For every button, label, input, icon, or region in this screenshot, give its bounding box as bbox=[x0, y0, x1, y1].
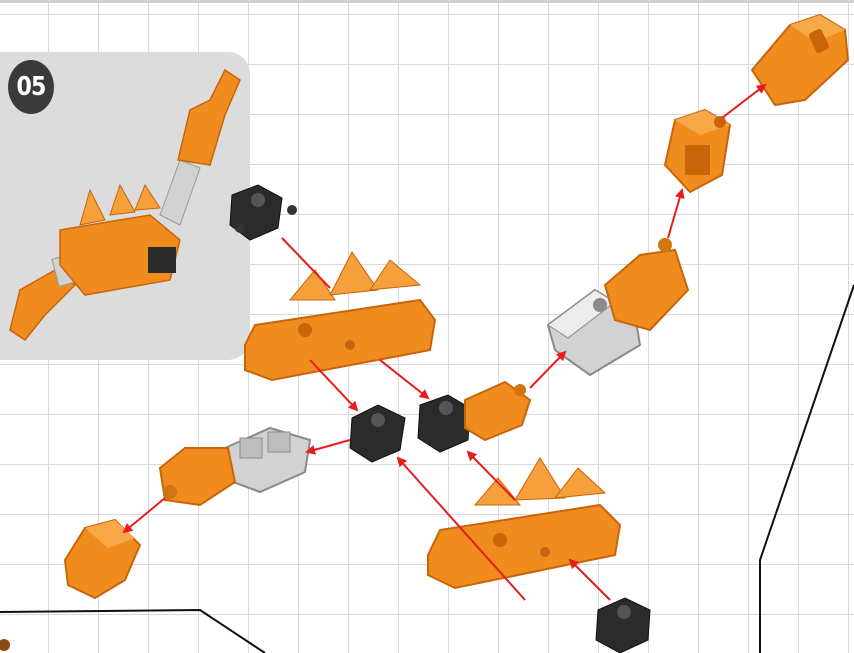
assembly-arrows bbox=[122, 83, 767, 601]
step-number-badge: 05 bbox=[8, 60, 54, 114]
arrow-lower-to-cube-2 bbox=[466, 450, 516, 501]
hinge-block-bottom-left bbox=[63, 518, 142, 600]
arrow-to-top-right-block bbox=[721, 83, 767, 119]
arrow-cube-to-fin-upper bbox=[281, 237, 331, 289]
triangular-fin-upper bbox=[244, 251, 437, 382]
arrow-bottom-cube-to-fin bbox=[568, 558, 611, 601]
cube-connector-black-2 bbox=[417, 394, 471, 453]
arrow-to-right-upper-block bbox=[667, 188, 685, 239]
hinge-block-right-upper bbox=[663, 108, 732, 194]
partial-part-edge bbox=[0, 639, 10, 651]
page-top-border bbox=[0, 0, 854, 3]
hinge-block-top-right bbox=[750, 13, 850, 107]
arrow-fin-to-cube-2 bbox=[379, 359, 430, 400]
arrow-to-gray-connector-left bbox=[305, 439, 351, 455]
frame-lines bbox=[0, 284, 854, 653]
hinge-arm-right bbox=[603, 238, 690, 332]
gray-connector-left bbox=[223, 426, 312, 494]
cube-connector-black-1 bbox=[349, 404, 406, 463]
hinge-arm-left bbox=[158, 447, 237, 507]
cube-connector-black-bottom bbox=[595, 597, 651, 653]
arrow-to-bottom-left-block bbox=[122, 497, 166, 534]
cube-connector-black-top bbox=[229, 184, 297, 241]
arrow-to-gray-connector-right bbox=[529, 350, 567, 389]
arrow-fin-to-cube-1 bbox=[309, 359, 359, 412]
preview-assembly bbox=[9, 68, 241, 342]
triangular-fin-lower bbox=[427, 457, 622, 590]
orange-coupler-center bbox=[464, 380, 532, 442]
arrow-lower-to-cube-1 bbox=[396, 456, 526, 601]
